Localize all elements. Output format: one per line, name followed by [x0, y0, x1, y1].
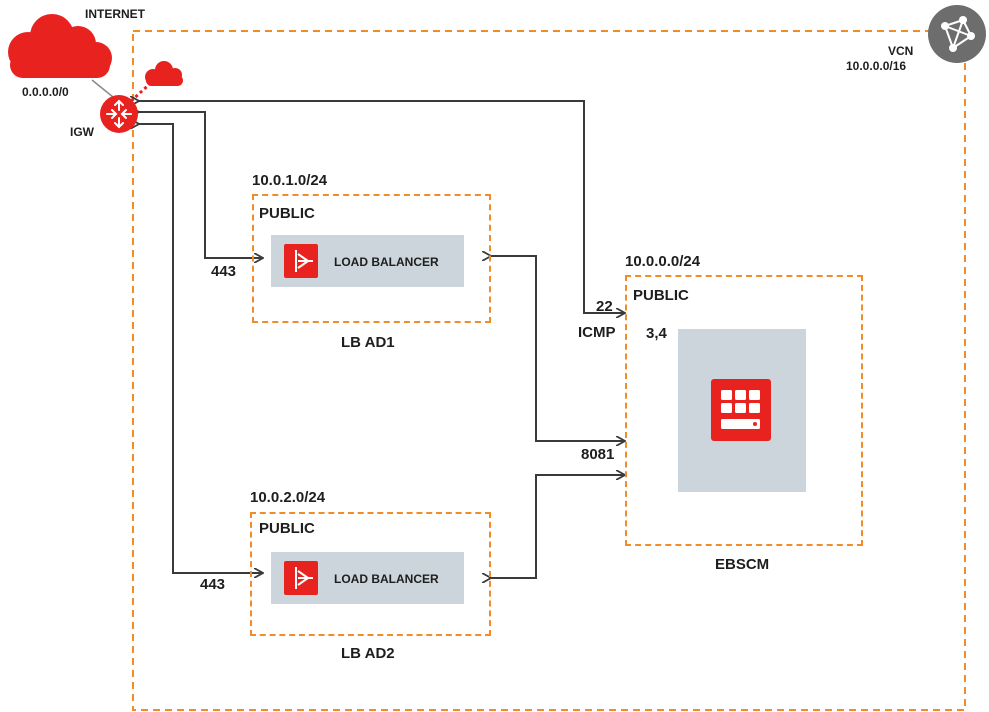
igw-router-icon — [100, 95, 138, 133]
lb-ad1-ebscm-connection — [490, 256, 624, 441]
lb-ad2-component-label: LOAD BALANCER — [334, 572, 439, 586]
vcn-cidr-label: 10.0.0.0/16 — [846, 59, 907, 73]
lb-ad1-subnet-box — [252, 194, 491, 323]
ebscm-port-8081-label: 8081 — [581, 446, 615, 463]
lb-ad1-port-label: 443 — [211, 263, 237, 280]
lb-ad1-subnet-cidr: 10.0.1.0/24 — [252, 172, 328, 189]
load-balancer-icon — [284, 561, 318, 595]
igw-label: IGW — [70, 125, 94, 139]
ebscm-subnet-box — [625, 275, 863, 546]
internet-label: INTERNET — [85, 7, 145, 21]
ebscm-port-icmp-label: ICMP — [578, 324, 616, 341]
small-cloud-icon — [145, 61, 183, 86]
vcn-label: VCN — [888, 44, 914, 58]
igw-cloud-dotted-link — [129, 80, 154, 103]
igw-lb-ad2-connection — [138, 124, 262, 573]
internet-cloud-icon — [8, 14, 112, 78]
internet-cidr-label: 0.0.0.0/0 — [22, 85, 69, 99]
lb-ad1-caption: LB AD1 — [341, 334, 395, 351]
internet-igw-link — [91, 79, 114, 98]
igw-lb-ad1-connection — [138, 112, 262, 258]
ebscm-port-22-label: 22 — [596, 298, 613, 315]
lb-ad1-component-label: LOAD BALANCER — [334, 255, 439, 269]
lb-ad2-subnet-box — [250, 512, 491, 636]
lb-ad2-ebscm-connection — [490, 475, 624, 578]
ebscm-subnet-type: PUBLIC — [633, 287, 689, 304]
ebscm-subnet-cidr: 10.0.0.0/24 — [625, 253, 701, 270]
lb-ad1-subnet-type: PUBLIC — [259, 205, 315, 222]
lb-ad2-caption: LB AD2 — [341, 645, 395, 662]
lb-ad2-port-label: 443 — [200, 576, 226, 593]
ebscm-port-3-4-label: 3,4 — [646, 325, 667, 342]
lb-ad2-subnet-type: PUBLIC — [259, 520, 315, 537]
vcn-network-icon — [928, 5, 986, 63]
load-balancer-icon — [284, 244, 318, 278]
ebscm-caption: EBSCM — [715, 556, 770, 573]
ebscm-instance-icon — [711, 379, 771, 441]
lb-ad2-subnet-cidr: 10.0.2.0/24 — [250, 489, 326, 506]
